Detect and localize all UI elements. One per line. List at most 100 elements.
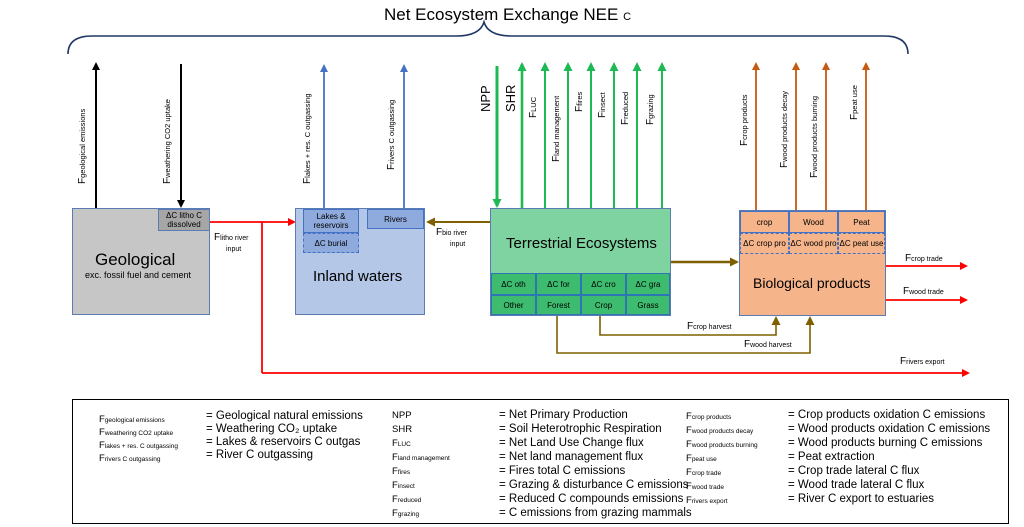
label-sub: crop products [740, 94, 749, 140]
label-litho-river: Flitho river input [214, 233, 249, 254]
label-sub: wood products decay [780, 91, 789, 162]
label-sub: wood trade [909, 289, 944, 296]
flux-arrows-layer [67, 19, 970, 377]
legend-sub: land management [397, 455, 450, 462]
legend-symbol: Flakes + res. C outgassing [99, 440, 178, 452]
legend-main: F [99, 453, 105, 464]
label-main: F [162, 177, 173, 184]
bio-title: Biological products [753, 275, 871, 291]
label-crop-trade: Fcrop trade [905, 254, 943, 264]
label-main: F [687, 321, 694, 332]
legend-sub: peat use [691, 456, 717, 463]
label-main: SHR [503, 84, 518, 112]
legend-symbol: Frivers export [686, 495, 728, 507]
legend-symbol: Fland management [392, 452, 450, 464]
legend-symbol: NPP [392, 410, 412, 421]
legend-main: F [392, 438, 398, 449]
legend-sub: wood trade [691, 484, 724, 491]
legend-sub: reduced [397, 497, 422, 504]
label-main: F [809, 171, 820, 178]
legend-main: F [686, 481, 692, 492]
legend-definition: = Net Land Use Change flux [499, 437, 644, 449]
label-main: F [77, 177, 88, 184]
legend-main: F [392, 452, 398, 463]
legend-main: F [686, 495, 692, 506]
burial-cell: ΔC burial [303, 233, 359, 253]
label-land-management: Fland management [551, 96, 563, 162]
label-lakes-outgassing: Flakes + res. C outgassing [302, 93, 314, 184]
legend-symbol: SHR [392, 424, 412, 435]
label-main: F [645, 118, 656, 125]
legend-sub: LUC [397, 441, 411, 448]
label-main: F [900, 356, 907, 367]
legend-symbol: FLUC [392, 438, 411, 450]
label-grazing: Fgrazing [645, 94, 657, 125]
bio-delta-wood: ΔC wood pro [789, 233, 838, 254]
label-line2: input [450, 241, 466, 248]
legend-sub: crop trade [691, 470, 722, 477]
nee-brace [67, 19, 909, 55]
label-sub: insect [598, 92, 607, 112]
legend-sub: fires [397, 469, 411, 476]
legend-main: F [99, 414, 105, 425]
label-main: F [620, 118, 631, 125]
label-weathering: Fweathering CO2 uptake [162, 99, 174, 184]
label-main: NPP [478, 85, 493, 112]
legend-definition: = C emissions from grazing mammals [499, 507, 692, 519]
geological-title: Geological [95, 250, 176, 269]
legend-definition: = Net Primary Production [499, 409, 628, 421]
label-main: F [386, 163, 397, 170]
rivers-cell: Rivers [367, 209, 424, 229]
legend-sub: geological emissions [104, 417, 165, 424]
label-sub: land management [552, 95, 561, 156]
label-main: F [302, 177, 313, 184]
label-main: F [744, 339, 751, 350]
label-npp: NPP [478, 85, 493, 112]
legend-symbol: Fwood products decay [686, 425, 753, 437]
terrestrial-box: Terrestrial Ecosystems ΔC oth ΔC for ΔC … [490, 208, 671, 316]
legend-definition: = Reduced C compounds emissions [499, 493, 684, 505]
legend-definition: = Wood trade lateral C flux [788, 479, 925, 491]
label-sub: wood harvest [750, 342, 792, 349]
bio-wood-cell: Wood [789, 211, 838, 233]
diagram-title-sub: C [623, 11, 632, 23]
diagram-title: Net Ecosystem Exchange NEE C [384, 6, 631, 23]
label-main: F [597, 111, 608, 118]
diagram-title-main: Net Ecosystem Exchange NEE [384, 5, 619, 24]
label-wood-harvest: Fwood harvest [744, 340, 792, 350]
legend-definition: = Soil Heterotrophic Respiration [499, 423, 662, 435]
terr-delta-grass: ΔC gra [626, 273, 670, 295]
carbon-flux-diagram: Net Ecosystem Exchange NEE C [67, 6, 970, 377]
label-sub: rivers export [906, 359, 945, 366]
label-crop-products: Fcrop products [739, 94, 751, 146]
label-sub: peat use [850, 85, 859, 114]
legend-sub: lakes + res. C outgassing [104, 443, 178, 450]
legend-definition: = River C export to estuaries [788, 493, 935, 505]
terr-crop: Crop [581, 295, 626, 315]
terr-delta-crop: ΔC cro [581, 273, 626, 295]
legend-main: SHR [392, 424, 413, 435]
inland-waters-title: Inland waters [313, 268, 403, 285]
label-sub: rivers C outgassing [387, 99, 396, 164]
label-sub: fires [575, 91, 584, 106]
legend-main: F [392, 508, 398, 519]
legend-symbol: Freduced [392, 494, 421, 506]
bio-products-box: crop Wood Peat ΔC crop pro ΔC wood pro Δ… [739, 210, 886, 316]
legend-symbol: Fweathering CO2 uptake [99, 427, 173, 439]
legend-symbol: Fpeat use [686, 453, 717, 465]
label-sub: lakes + res. C outgassing [303, 93, 312, 178]
legend-symbol: Ffires [392, 466, 410, 478]
label-main: F [574, 105, 585, 112]
label-sub: LUC [529, 96, 538, 112]
label-shr: SHR [503, 85, 518, 112]
legend-main: NPP [392, 410, 412, 421]
legend-sub: wood products burning [691, 442, 758, 449]
legend-symbol: Fwood products burning [686, 439, 758, 451]
legend-main: F [686, 453, 692, 464]
legend-main: F [686, 467, 692, 478]
label-sub: geological emissions [78, 108, 87, 178]
label-wood-burning: Fwood products burning [809, 96, 821, 178]
label-main: F [903, 286, 910, 297]
legend-definition: = Lakes & reservoirs C outgas [206, 436, 361, 448]
legend-main: F [99, 427, 105, 438]
